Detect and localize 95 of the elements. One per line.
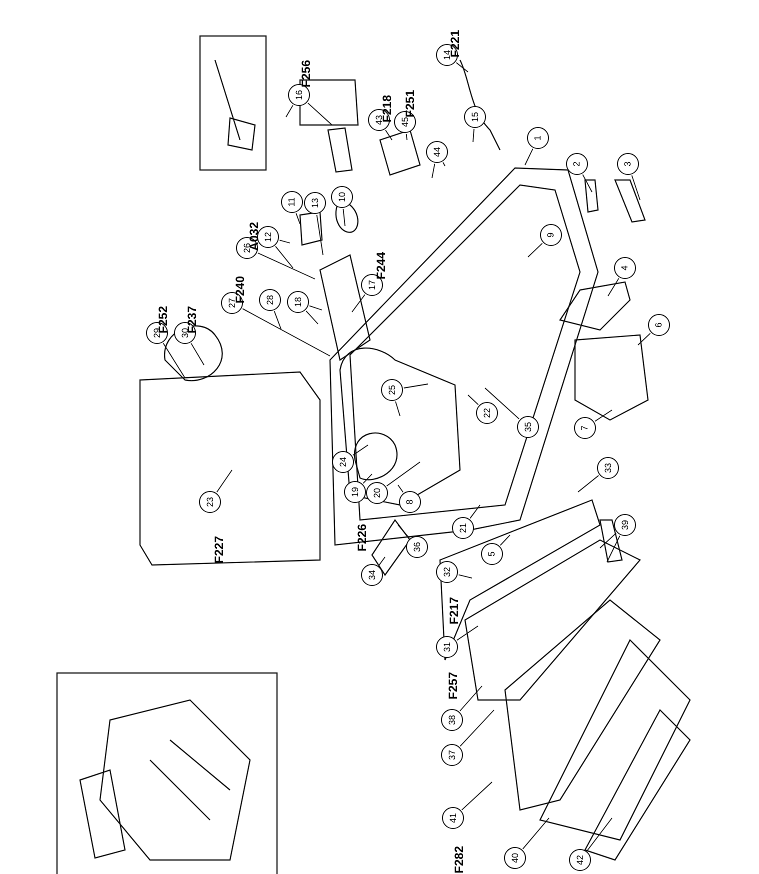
leader-line xyxy=(386,462,420,486)
leader-line xyxy=(600,532,617,548)
leader-line xyxy=(279,240,290,244)
callout-number: 41 xyxy=(442,807,464,829)
leader-line xyxy=(308,305,322,310)
leader-line xyxy=(275,246,294,268)
leader-line xyxy=(216,470,232,493)
leader-line xyxy=(398,484,404,493)
leader-line xyxy=(257,252,316,280)
callout-number: 21 xyxy=(452,517,474,539)
callout-number: 40 xyxy=(504,847,526,869)
part-code: F282 xyxy=(452,846,466,874)
callout-number: 10 xyxy=(331,186,353,208)
callout-number: 3 xyxy=(617,153,639,175)
callout-number: 28 xyxy=(259,289,281,311)
callout-number: 15 xyxy=(464,106,486,128)
leader-line xyxy=(190,342,204,366)
callout-number: 5 xyxy=(481,543,503,565)
leader-line xyxy=(459,686,482,712)
leader-line xyxy=(362,474,372,484)
callout-number: 18 xyxy=(287,291,309,313)
callout-number: 36 xyxy=(406,536,428,558)
leader-line xyxy=(528,242,543,258)
part-code: F251 xyxy=(403,90,417,118)
part-code: F217 xyxy=(447,597,461,624)
leader-line xyxy=(296,212,300,224)
callout-number: 20 xyxy=(366,482,388,504)
callout-number: 12 xyxy=(257,226,279,248)
leader-line xyxy=(470,504,480,519)
callout-number: 38 xyxy=(441,709,463,731)
callout-number: 31 xyxy=(436,636,458,658)
leader-line xyxy=(274,310,282,330)
callout-number: 35 xyxy=(517,416,539,438)
callout-number: 23 xyxy=(199,491,221,513)
leader-line xyxy=(242,308,330,356)
leader-line xyxy=(586,818,612,851)
callout-number: 4 xyxy=(614,257,636,279)
leader-line xyxy=(385,130,392,140)
leader-line xyxy=(500,534,510,546)
callout-number: 25 xyxy=(381,379,403,401)
callout-number: 42 xyxy=(569,849,591,871)
callout-number: 9 xyxy=(540,224,562,246)
leader-line xyxy=(306,310,318,324)
leader-line xyxy=(608,278,620,296)
leader-line xyxy=(484,388,520,420)
leader-line xyxy=(456,626,478,641)
leader-line xyxy=(162,342,186,378)
leader-line xyxy=(472,128,474,142)
leader-line xyxy=(461,782,492,810)
leader-line xyxy=(458,574,472,578)
leader-line xyxy=(606,535,620,562)
part-code: F226 xyxy=(355,524,369,552)
part-code: F257 xyxy=(446,672,460,700)
leader-line xyxy=(352,444,368,456)
leader-line xyxy=(522,818,550,850)
callout-number: 1 xyxy=(527,127,549,149)
callout-number: 33 xyxy=(597,457,619,479)
callout-number: 39 xyxy=(614,514,636,536)
leader-line xyxy=(456,62,468,72)
leader-line xyxy=(432,163,436,178)
part-code: F227 xyxy=(212,536,226,564)
leader-line xyxy=(578,475,600,492)
callout-number: 32 xyxy=(436,561,458,583)
callout-number: 34 xyxy=(361,564,383,586)
leader-line xyxy=(406,133,408,140)
callout-number: 22 xyxy=(476,402,498,424)
leader-line xyxy=(378,556,386,566)
leader-line xyxy=(398,524,410,538)
leader-line xyxy=(316,214,324,256)
leader-line xyxy=(631,174,640,200)
callout-number: 8 xyxy=(399,491,421,513)
part-code: F244 xyxy=(374,252,388,280)
callout-number: 44 xyxy=(426,141,448,163)
leader-line xyxy=(468,394,479,406)
leader-line xyxy=(395,401,400,416)
part-code: F240 xyxy=(233,276,247,304)
callout-number: 24 xyxy=(332,451,354,473)
callout-number: 6 xyxy=(648,314,670,336)
leader-line xyxy=(594,410,612,422)
leader-line xyxy=(352,294,366,312)
callout-number: 2 xyxy=(566,153,588,175)
leader-line xyxy=(342,208,346,226)
leader-line xyxy=(307,102,332,126)
leader-line xyxy=(460,710,494,747)
leader-line xyxy=(286,104,294,118)
callout-number: 19 xyxy=(344,481,366,503)
leader-line xyxy=(524,148,534,166)
callout-number: 11 xyxy=(281,191,303,213)
leader-line xyxy=(403,384,428,388)
callout-number: 37 xyxy=(441,744,463,766)
leader-line xyxy=(638,332,651,346)
leader-line xyxy=(442,162,446,166)
callout-number: 7 xyxy=(574,417,596,439)
leader-line xyxy=(582,174,592,192)
callout-number: 13 xyxy=(304,192,326,214)
